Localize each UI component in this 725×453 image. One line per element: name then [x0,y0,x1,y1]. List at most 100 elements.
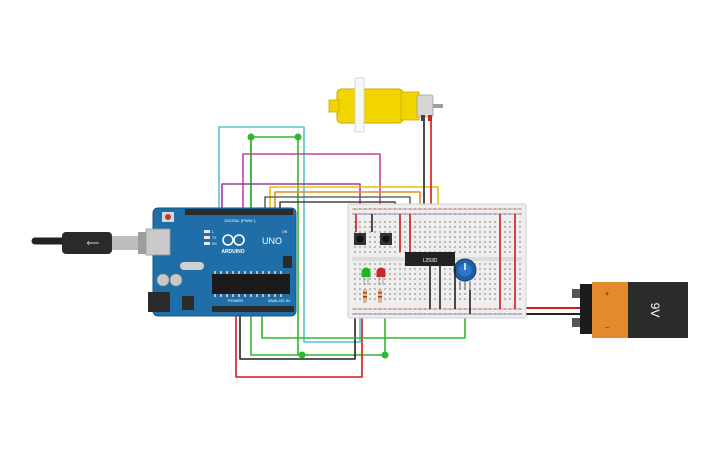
breadboard[interactable]: L293D [347,203,527,319]
breadboard-hole [424,308,426,310]
breadboard-hole [484,236,486,238]
led-green[interactable] [361,267,371,286]
resistor-1[interactable] [363,289,367,303]
breadboard-hole [379,221,381,223]
breadboard-hole [459,236,461,238]
breadboard-hole [409,278,411,280]
breadboard-hole [394,221,396,223]
breadboard-hole [424,231,426,233]
breadboard-hole [389,213,391,215]
breadboard-hole [444,221,446,223]
wire-purple [221,183,361,212]
push-button-1[interactable] [354,233,366,245]
breadboard-hole [489,278,491,280]
breadboard-hole [404,213,406,215]
breadboard-hole [399,283,401,285]
on-label: ON [282,230,288,234]
breadboard-hole [489,273,491,275]
dc-motor[interactable] [328,77,443,133]
breadboard-hole [424,313,426,315]
battery-9v[interactable]: 9V + − [572,282,688,338]
breadboard-hole [354,288,356,290]
led-red[interactable] [376,267,386,286]
breadboard-hole [374,236,376,238]
resistor-2[interactable] [378,289,382,303]
breadboard-hole [504,213,506,215]
breadboard-hole [404,246,406,248]
breadboard-hole [494,251,496,253]
breadboard-hole [509,273,511,275]
breadboard-hole [494,221,496,223]
breadboard-hole [424,213,426,215]
junction-dot [298,351,306,359]
breadboard-hole [369,278,371,280]
breadboard-hole [409,288,411,290]
breadboard-hole [519,313,521,315]
breadboard-hole [449,313,451,315]
breadboard-hole [449,278,451,280]
breadboard-hole [419,241,421,243]
breadboard-hole [494,226,496,228]
breadboard-hole [479,278,481,280]
breadboard-hole [434,288,436,290]
breadboard-hole [434,268,436,270]
breadboard-hole [504,251,506,253]
breadboard-hole [484,263,486,265]
breadboard-hole [434,226,436,228]
breadboard-hole [359,293,361,295]
breadboard-hole [404,208,406,210]
breadboard-hole [484,278,486,280]
breadboard-hole [359,273,361,275]
breadboard-hole [444,298,446,300]
breadboard-hole [469,246,471,248]
usb-cable[interactable]: ⟵ [31,232,158,254]
breadboard-hole [384,231,386,233]
breadboard-hole [469,251,471,253]
breadboard-hole [394,241,396,243]
breadboard-hole [489,268,491,270]
breadboard-hole [494,213,496,215]
breadboard-hole [424,241,426,243]
breadboard-hole [444,308,446,310]
breadboard-hole [434,298,436,300]
push-button-2[interactable] [380,233,392,245]
breadboard-hole [374,288,376,290]
breadboard-hole [519,231,521,233]
breadboard-hole [374,308,376,310]
potentiometer[interactable] [453,258,477,290]
breadboard-hole [404,278,406,280]
breadboard-hole [449,231,451,233]
breadboard-hole [499,313,501,315]
breadboard-hole [519,251,521,253]
breadboard-hole [414,236,416,238]
breadboard-hole [434,241,436,243]
breadboard-hole [364,246,366,248]
breadboard-hole [479,226,481,228]
breadboard-hole [424,273,426,275]
breadboard-hole [419,231,421,233]
breadboard-hole [509,246,511,248]
arduino-uno[interactable]: DIGITAL (PWM~) POWER ANALOG IN ARDUINO U… [145,207,297,317]
breadboard-hole [499,208,501,210]
breadboard-hole [479,246,481,248]
breadboard-hole [404,283,406,285]
l293d-chip[interactable] [405,252,455,266]
breadboard-hole [509,268,511,270]
breadboard-hole [484,221,486,223]
breadboard-hole [414,208,416,210]
breadboard-hole [444,213,446,215]
breadboard-hole [519,213,521,215]
breadboard-hole [459,241,461,243]
usb-icon: ⟵ [87,238,100,248]
breadboard-hole [494,293,496,295]
breadboard-hole [414,278,416,280]
breadboard-hole [384,251,386,253]
breadboard-hole [469,236,471,238]
breadboard-hole [404,293,406,295]
breadboard-hole [374,283,376,285]
breadboard-hole [504,293,506,295]
breadboard-hole [459,246,461,248]
breadboard-hole [469,241,471,243]
breadboard-hole [364,208,366,210]
